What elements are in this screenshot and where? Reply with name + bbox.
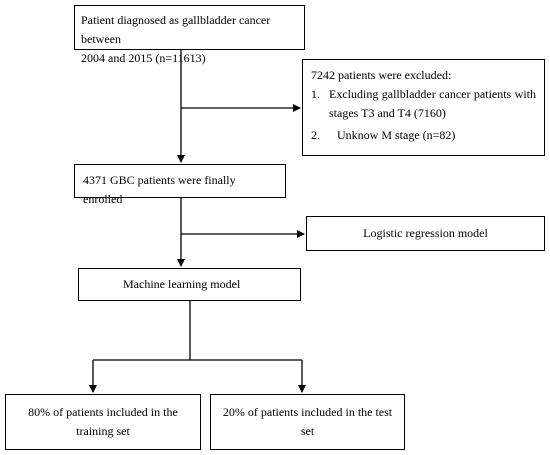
test-line-2: set (300, 424, 315, 438)
machine-learning-box: Machine learning model (78, 268, 301, 301)
excluded-patients-box: 7242 patients were excluded: 1. Excludin… (302, 59, 545, 156)
exclusion-item-2-text: Unknow M stage (n=82) (337, 128, 456, 142)
logistic-regression-box: Logistic regression model (306, 216, 545, 251)
exclusion-item-1-cont: stages T3 and T4 (7160) (311, 104, 536, 123)
test-set-box: 20% of patients included in the test set (210, 394, 405, 450)
test-line-1: 20% of patients included in the test (222, 405, 393, 419)
exclusion-item-1-line-1: Excluding gallbladder cancer patients wi… (329, 87, 536, 101)
enrolled-text: 4371 GBC patients were finally enrolled (83, 173, 236, 206)
excluded-heading: 7242 patients were excluded: (311, 68, 452, 82)
exclusion-item-1-line-2: stages T3 and T4 (7160) (329, 106, 446, 120)
logistic-text: Logistic regression model (363, 226, 488, 240)
training-line-2: training set (76, 424, 130, 438)
diagnosed-line-1: Patient diagnosed as gallbladder cancer … (81, 13, 271, 46)
machine-learning-text: Machine learning model (123, 277, 241, 291)
training-line-1: 80% of patients included in the (28, 405, 178, 419)
diagnosed-patients-box: Patient diagnosed as gallbladder cancer … (74, 5, 305, 65)
exclusion-item-1-number: 1. (311, 87, 320, 101)
diagnosed-line-2: 2004 and 2015 (n=11613) (81, 51, 206, 65)
exclusion-item-1: 1. Excluding gallbladder cancer patients… (311, 85, 536, 104)
exclusion-item-2-number: 2. (311, 128, 320, 142)
enrolled-patients-box: 4371 GBC patients were finally enrolled (74, 164, 286, 206)
training-set-box: 80% of patients included in the training… (5, 394, 201, 450)
exclusion-item-2: 2. Unknow M stage (n=82) (311, 126, 536, 145)
